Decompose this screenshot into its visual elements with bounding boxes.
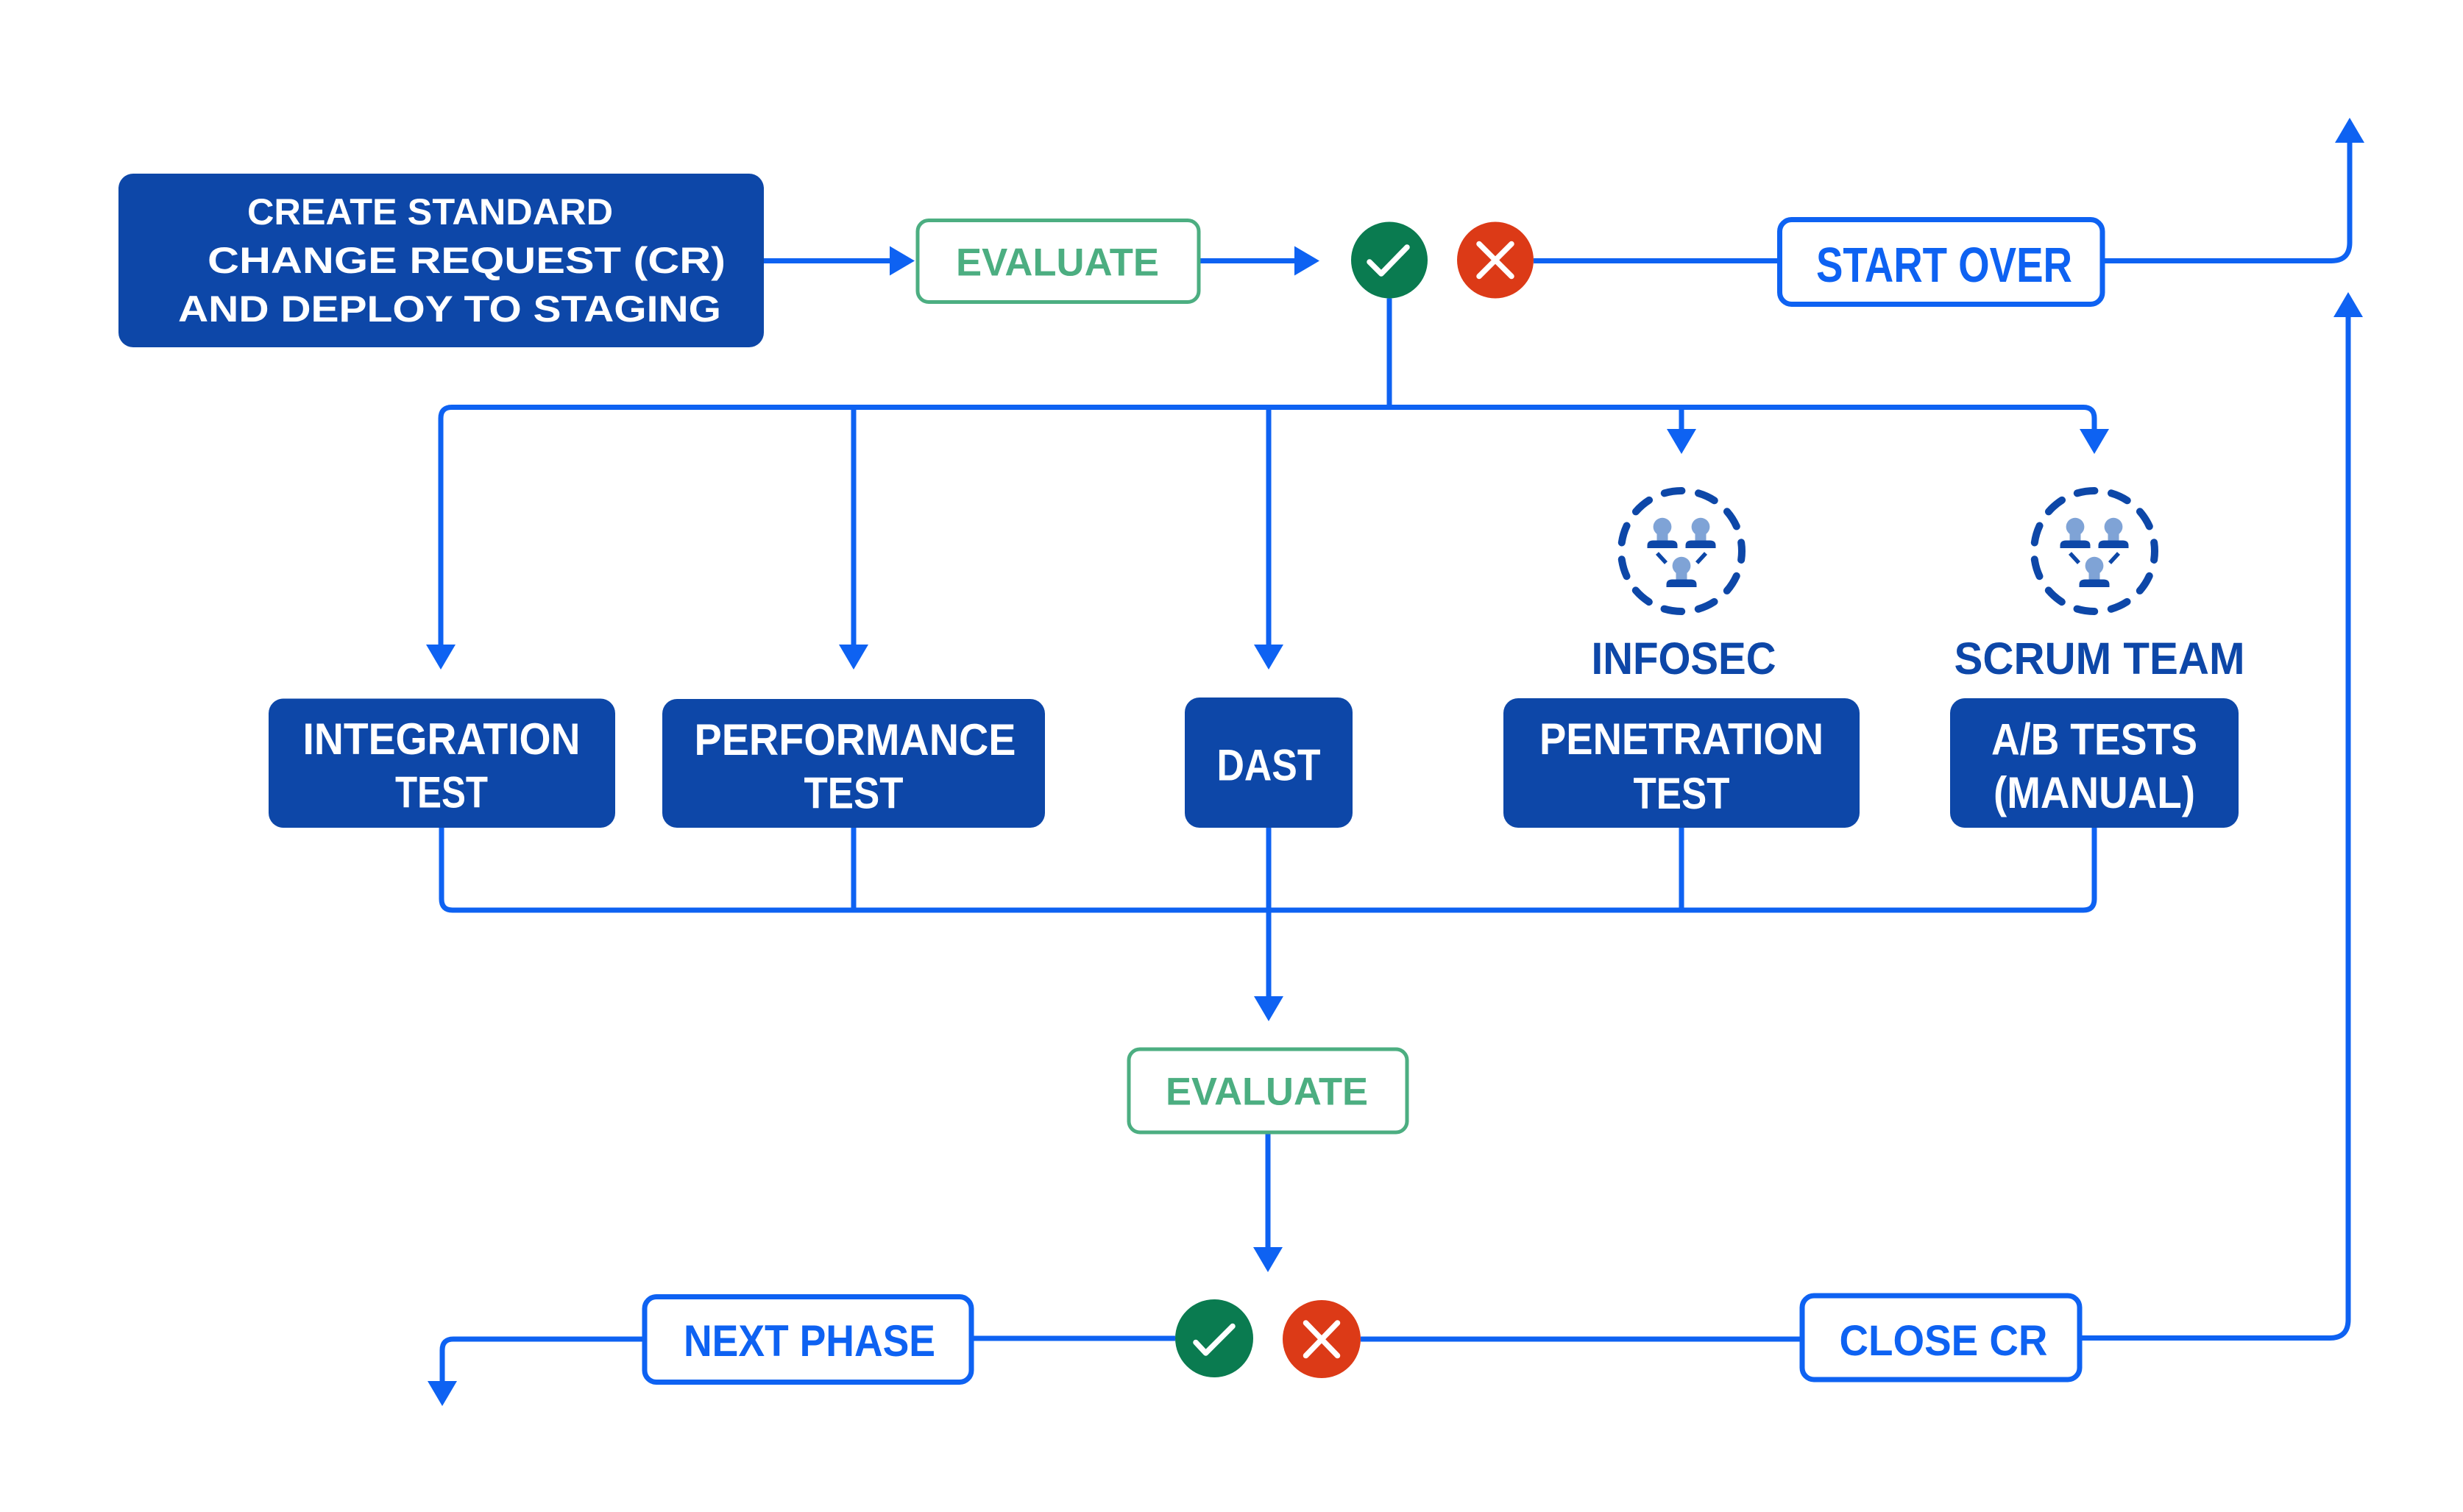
svg-text:NEXT PHASE: NEXT PHASE — [684, 1316, 935, 1366]
svg-text:CHANGE REQUEST (CR): CHANGE REQUEST (CR) — [208, 240, 726, 281]
svg-text:EVALUATE: EVALUATE — [1166, 1071, 1368, 1114]
svg-text:TEST: TEST — [804, 768, 904, 818]
svg-text:PERFORMANCE: PERFORMANCE — [695, 714, 1016, 764]
svg-text:EVALUATE: EVALUATE — [956, 241, 1159, 285]
svg-text:TEST: TEST — [1634, 768, 1730, 818]
svg-text:INFOSEC: INFOSEC — [1592, 633, 1776, 684]
svg-text:SCRUM TEAM: SCRUM TEAM — [1955, 633, 2245, 684]
svg-text:TEST: TEST — [395, 767, 488, 817]
svg-text:A/B TESTS: A/B TESTS — [1991, 714, 2197, 764]
svg-text:AND DEPLOY TO STAGING: AND DEPLOY TO STAGING — [178, 288, 721, 330]
svg-text:PENETRATION: PENETRATION — [1539, 714, 1824, 764]
svg-text:CLOSE CR: CLOSE CR — [1840, 1317, 2048, 1365]
svg-text:INTEGRATION: INTEGRATION — [303, 714, 581, 764]
svg-text:CREATE STANDARD: CREATE STANDARD — [247, 191, 613, 233]
svg-text:START OVER: START OVER — [1816, 238, 2072, 293]
svg-text:(MANUAL): (MANUAL) — [1994, 767, 2195, 817]
svg-text:DAST: DAST — [1217, 740, 1321, 790]
